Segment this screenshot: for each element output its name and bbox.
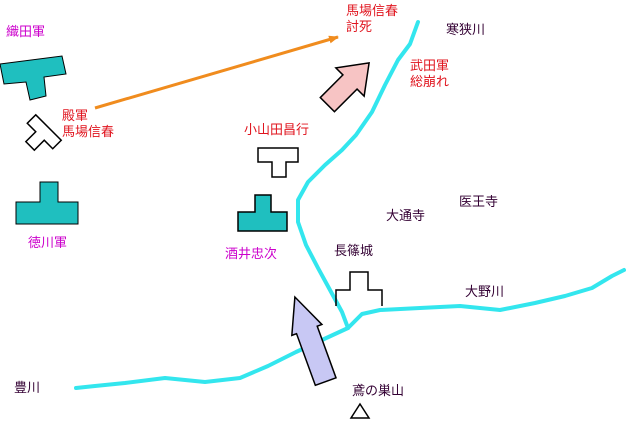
rearguard-label-line2: 馬場信春	[62, 125, 115, 140]
rearguard-unit-icon	[24, 113, 63, 152]
kansa-river-label: 寒狭川	[446, 23, 486, 38]
nagashino-castle-label: 長篠城	[334, 244, 374, 259]
mountain-icon	[349, 402, 371, 419]
sakai-label: 酒井忠次	[225, 247, 278, 262]
allied-arrow	[290, 295, 337, 387]
march-arrow	[94, 35, 339, 110]
takeda-collapse-label-line1: 武田軍	[410, 59, 450, 74]
kansa-river-line	[296, 20, 420, 330]
sakai-unit-icon	[237, 194, 288, 232]
takeda-collapse-label-line2: 総崩れ	[410, 75, 450, 90]
oyamada-unit-icon	[257, 147, 299, 178]
ono-river-line	[346, 268, 626, 330]
takeda-arrow	[319, 62, 370, 113]
iouji-label: 医王寺	[459, 195, 499, 210]
tokugawa-army-label: 徳川軍	[28, 236, 68, 251]
daitsuji-label: 大通寺	[386, 209, 426, 224]
toyo-river-label: 豊川	[14, 381, 41, 396]
tobinosuyama-label: 鳶の巣山	[352, 384, 405, 399]
ono-river-label: 大野川	[465, 285, 505, 300]
tokugawa-unit-icon	[15, 181, 79, 225]
oyamada-label: 小山田昌行	[244, 123, 310, 138]
baba-death-label-line1: 馬場信春	[346, 4, 399, 19]
baba-death-label-line2: 討死	[346, 20, 373, 35]
oda-unit-icon	[0, 55, 67, 101]
castle-icon	[335, 271, 383, 306]
oda-army-label: 織田軍	[6, 25, 46, 40]
rearguard-label-line1: 殿軍	[62, 109, 89, 124]
